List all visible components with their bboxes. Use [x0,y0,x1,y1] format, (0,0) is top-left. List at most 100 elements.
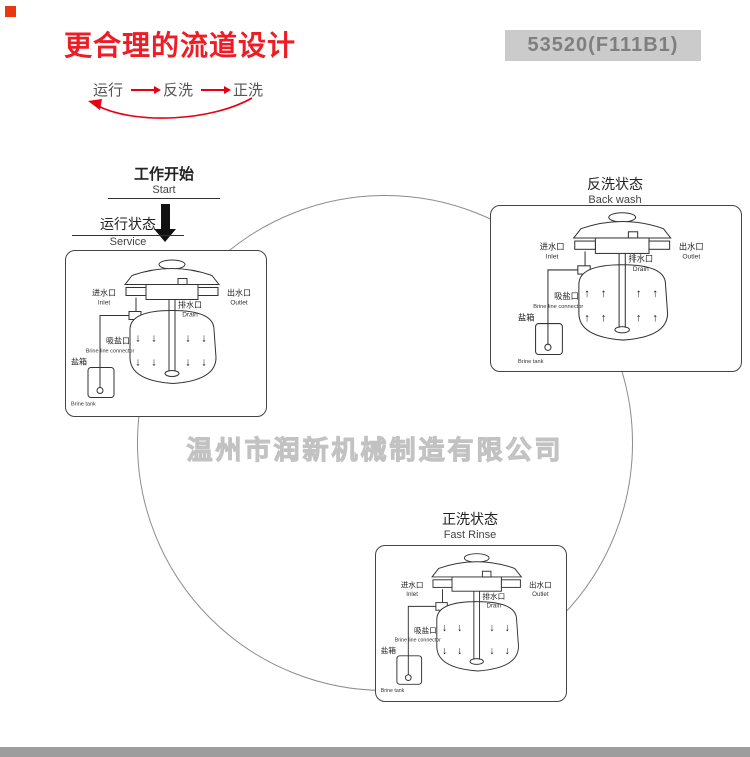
service-title-zh: 运行状态 [72,214,184,236]
brine-tank [396,655,423,685]
outlet-label-zh: 出水口 [679,241,704,251]
inlet-label-en: Inlet [546,254,559,261]
inlet-label-zh: 进水口 [92,288,116,298]
brine-connector-label-en: Brine line connector [395,638,441,644]
backwash-title-zh: 反洗状态 [587,176,643,192]
flow-arrow: ↓ [151,357,157,369]
flow-arrow: ↓ [442,646,447,657]
valve-diagram-backwash: ↑ ↑ ↑ ↑ ↑ ↑ ↑ ↑ 进水口 Inlet 排水口 Drain 出水口 … [518,212,704,365]
flow-arrow: ↓ [457,646,462,657]
outlet-label-zh: 出水口 [227,288,251,298]
resin-tank [129,309,217,385]
inlet-label-zh: 进水口 [540,241,565,251]
outlet-label-en: Outlet [682,254,700,261]
valve-diagram-fastrinse: ↓ ↓ ↓ ↓ ↓ ↓ ↓ ↓ 进水口 Inlet 排水口 Drain 出水口 … [381,553,552,694]
valve-cap-knob [463,553,490,563]
flow-arrow: ↓ [201,357,207,369]
float-ball [544,343,552,351]
brine-connector-label-zh: 吸盐口 [414,625,437,635]
valve-cap [431,561,523,578]
brine-tank-label-en: Brine tank [71,402,96,408]
inlet-port [574,240,596,250]
valve-cap-knob [608,212,637,223]
brine-tank-label-zh: 盐箱 [71,357,87,367]
valve-body [145,284,199,300]
drain-label-en: Drain [633,266,649,273]
valve-cap [572,220,672,239]
fastrinse-state-title: 正洗状态 Fast Rinse [375,509,565,541]
brine-tank-label-en: Brine tank [518,359,544,365]
flow-arrow: ↑ [652,313,658,325]
cycle-return-arrow-icon [88,97,253,119]
brine-line [407,589,443,656]
float-ball [404,674,412,681]
valve-body [594,237,650,254]
flow-arrow: ↑ [636,288,642,300]
distributor-basket [614,326,630,334]
service-state-title: 运行状态 Service [72,214,184,248]
watermark-text: 温州市润新机械制造有限公司 [186,435,564,466]
inlet-port [432,579,453,588]
arrow-shaft [160,204,170,229]
flow-arrow: ↑ [601,313,607,325]
valve-cap [123,268,221,285]
legend-step-service: 运行 [93,82,124,99]
resin-tank [436,601,519,672]
flow-arrow: ↓ [504,623,509,634]
flow-arrow: ↑ [636,313,642,325]
right-arrow-icon [201,85,232,94]
fastrinse-title-en: Fast Rinse [443,529,497,541]
outlet-label-en: Outlet [230,300,248,307]
flow-arrow: ↑ [584,313,590,325]
float-ball [96,387,104,394]
flow-arrow: ↓ [185,357,191,369]
brine-tank-label-zh: 盐箱 [518,312,535,322]
flow-arrow: ↑ [584,288,590,300]
outlet-label-en: Outlet [532,591,549,598]
brine-tank [535,323,563,356]
legend-step-backwash: 反洗 [163,82,194,99]
diagram-fastrinse: ↓ ↓ ↓ ↓ ↓ ↓ ↓ ↓ 进水口 Inlet 排水口 Drain 出水口 … [375,545,567,702]
flow-arrow: ↓ [201,333,207,345]
brine-tank-label-zh: 盐箱 [381,645,397,655]
bottom-gray-bar [0,747,750,757]
flow-arrow: ↓ [151,333,157,345]
brine-connector-label-zh: 吸盐口 [106,336,130,346]
flow-arrow: ↓ [135,333,141,345]
outlet-port [648,240,671,250]
diagram-service: ↓ ↓ ↓ ↓ ↓ ↓ ↓ ↓ 进水口 Inlet 排水口 Drain 出水口 … [65,250,267,417]
brine-connector-label-en: Brine line connector [533,304,583,310]
start-label: 工作开始 Start [108,163,220,199]
start-label-zh: 工作开始 [133,166,194,183]
drain-label-zh: 排水口 [178,300,202,310]
right-arrow-icon [131,85,162,94]
cycle-legend: 运行 反洗 正洗 [93,79,263,100]
brine-line [547,251,586,324]
flow-arrow: ↓ [504,646,509,657]
flow-arrow: ↑ [652,288,658,300]
inlet-label-en: Inlet [406,591,418,598]
flow-arrow: ↓ [135,357,141,369]
brine-tank-label-en: Brine tank [381,688,405,694]
outlet-label-zh: 出水口 [529,579,552,589]
brine-line [99,297,137,368]
valve-diagram-service: ↓ ↓ ↓ ↓ ↓ ↓ ↓ ↓ 进水口 Inlet 排水口 Drain 出水口 … [71,259,251,408]
outlet-port [500,579,521,588]
drain-port [177,278,188,285]
backwash-title-en: Back wash [588,194,642,206]
drain-port [627,231,639,239]
flow-arrow: ↓ [489,646,494,657]
brine-connector-label-zh: 吸盐口 [554,291,579,301]
legend-step-fastrinse: 正洗 [233,82,264,99]
brine-tank [87,367,115,398]
valve-body [451,576,502,592]
model-number-badge: 53520(F111B1) [505,30,701,61]
resin-tank [578,264,669,341]
drain-port [481,570,492,578]
backwash-state-title: 反洗状态 Back wash [490,174,740,206]
drain-label-en: Drain [182,312,198,319]
flow-arrow: ↓ [442,623,447,634]
drain-label-zh: 排水口 [482,591,505,601]
brine-connector-label-en: Brine line connector [86,349,135,355]
